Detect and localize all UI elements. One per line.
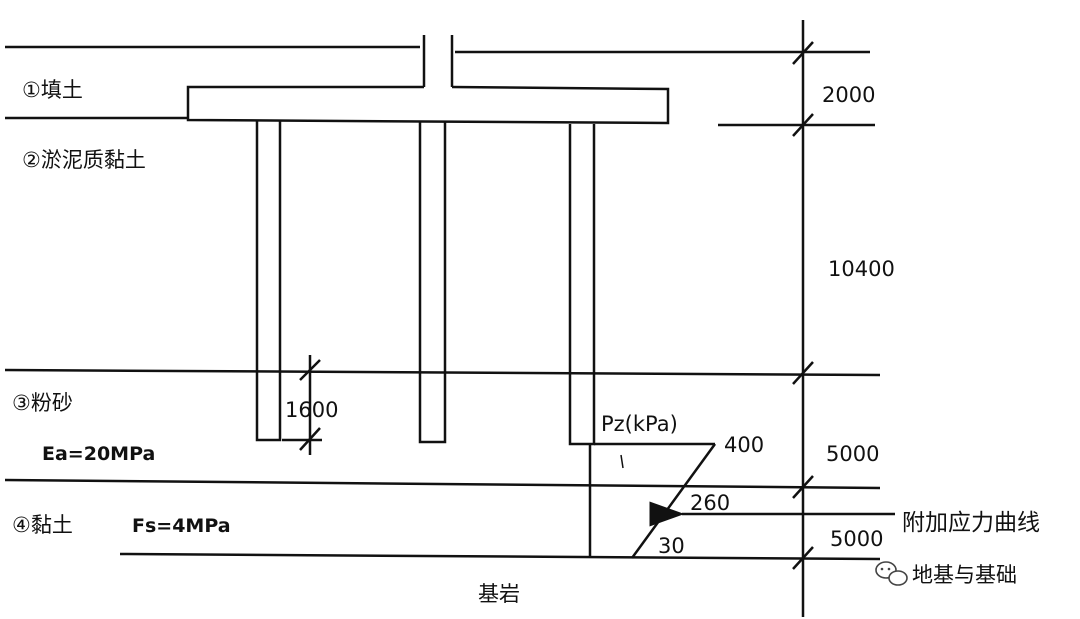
layer-property-4: Fs=4MPa	[132, 515, 231, 537]
dim-tick	[299, 359, 321, 381]
stress-axis-label: Pz(kPa)	[601, 412, 678, 436]
dim-tick	[792, 113, 814, 137]
pile-cap	[186, 85, 670, 125]
dim-1600: 1600	[285, 398, 338, 422]
dim-5000-upper: 5000	[826, 442, 879, 466]
bedrock-line	[119, 552, 881, 561]
dim-2000: 2000	[822, 83, 875, 107]
dim-10400: 10400	[828, 257, 895, 281]
dim-5000-lower: 5000	[830, 527, 883, 551]
pile-left	[255, 120, 282, 442]
dim-tick	[792, 546, 814, 570]
layer-label-2: ②淤泥质黏土	[22, 148, 146, 172]
wechat-icon	[875, 561, 908, 586]
watermark-text: 地基与基础	[912, 563, 1017, 587]
layer-boundary-3	[4, 478, 881, 490]
dim-tick	[792, 41, 814, 65]
layer-label-4: ④黏土	[12, 513, 73, 537]
layer-label-3: ③粉砂	[12, 391, 73, 415]
dim-tick	[792, 475, 814, 499]
stress-curve	[630, 443, 717, 559]
curve-label: 附加应力曲线	[902, 510, 1040, 536]
stress-value-30: 30	[658, 534, 685, 558]
layer-label-1: ①填土	[22, 78, 83, 102]
scan-mark	[620, 454, 624, 469]
layer-boundary-2	[4, 368, 881, 377]
stress-value-400: 400	[724, 433, 764, 457]
stress-value-260: 260	[690, 491, 730, 515]
bedrock-label: 基岩	[478, 582, 520, 606]
pile-right	[568, 124, 596, 446]
pile-middle	[418, 122, 447, 444]
layer-property-3: Ea=20MPa	[42, 443, 155, 465]
dim-tick	[792, 361, 814, 385]
